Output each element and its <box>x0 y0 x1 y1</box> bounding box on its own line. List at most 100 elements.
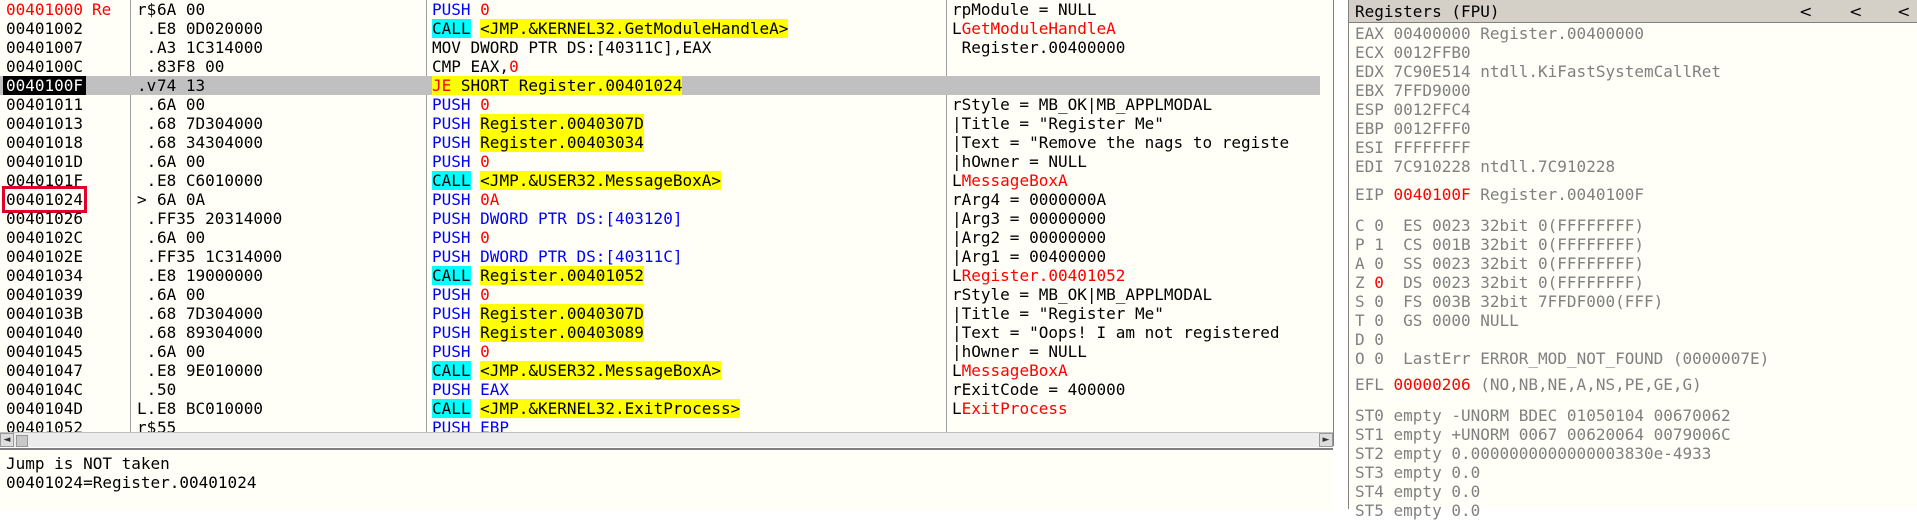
hex-dump-cell[interactable]: 6A 0A <box>157 190 206 209</box>
address-cell[interactable]: 00401026 <box>6 209 84 228</box>
hex-dump-cell[interactable]: FF35 20314000 <box>157 209 283 228</box>
address-cell[interactable]: 0040104D <box>6 399 84 418</box>
flag-line[interactable]: Z 0 DS 0023 32bit 0(FFFFFFFF) <box>1355 273 1644 292</box>
address-cell[interactable]: 00401040 <box>6 323 84 342</box>
register-line[interactable]: EDI 7C910228 ntdll.7C910228 <box>1355 157 1615 176</box>
comment-cell[interactable]: LMessageBoxA <box>952 171 1068 190</box>
comment-cell[interactable]: |Text = "Oops! I am not registered <box>952 323 1280 342</box>
hex-dump-cell[interactable]: 6A 00 <box>157 0 206 19</box>
address-cell[interactable]: 00401018 <box>6 133 84 152</box>
address-cell[interactable]: 00401002 <box>6 19 84 38</box>
hex-dump-cell[interactable]: E8 0D020000 <box>157 19 263 38</box>
disassembly-cell[interactable]: PUSH Register.0040307D <box>432 114 644 133</box>
disassembly-cell[interactable]: PUSH DWORD PTR DS:[40311C] <box>432 247 682 266</box>
disassembly-cell[interactable]: PUSH 0 <box>432 0 490 19</box>
eip-register-line[interactable]: EIP 0040100F Register.0040100F <box>1355 185 1644 204</box>
comment-cell[interactable]: rStyle = MB_OK|MB_APPLMODAL <box>952 95 1212 114</box>
disassembly-cell[interactable]: CALL <JMP.&USER32.MessageBoxA> <box>432 361 721 380</box>
disassembly-cell[interactable]: PUSH Register.00403089 <box>432 323 644 342</box>
disassembly-cell[interactable]: PUSH EAX <box>432 380 509 399</box>
fpu-register-line[interactable]: ST3 empty 0.0 <box>1355 463 1480 482</box>
disassembly-cell[interactable]: CALL <JMP.&USER32.MessageBoxA> <box>432 171 721 190</box>
hex-dump-cell[interactable]: 68 89304000 <box>157 323 263 342</box>
address-cell[interactable]: 00401039 <box>6 285 84 304</box>
comment-cell[interactable]: |hOwner = NULL <box>952 152 1087 171</box>
register-line[interactable]: EAX 00400000 Register.00400000 <box>1355 24 1644 43</box>
registers-title-bar[interactable]: Registers (FPU) < < < <box>1349 0 1917 23</box>
hex-dump-cell[interactable]: E8 BC010000 <box>157 399 263 418</box>
disassembly-cell[interactable]: CALL Register.00401052 <box>432 266 644 285</box>
address-cell[interactable]: 00401034 <box>6 266 84 285</box>
address-cell[interactable]: 00401011 <box>6 95 84 114</box>
address-cell[interactable]: 00401024 <box>1 186 88 213</box>
address-cell[interactable]: 00401013 <box>6 114 84 133</box>
hex-dump-cell[interactable]: 6A 00 <box>157 95 206 114</box>
fpu-register-line[interactable]: ST4 empty 0.0 <box>1355 482 1480 501</box>
register-line[interactable]: ECX 0012FFB0 <box>1355 43 1471 62</box>
disassembly-cell[interactable]: MOV DWORD PTR DS:[40311C],EAX <box>432 38 711 57</box>
comment-cell[interactable]: |Arg1 = 00400000 <box>952 247 1106 266</box>
address-cell[interactable]: 0040101F <box>6 171 84 190</box>
disassembly-cell[interactable]: PUSH 0A <box>432 190 499 209</box>
hex-dump-cell[interactable]: 68 7D304000 <box>157 304 263 323</box>
address-cell[interactable]: 00401007 <box>6 38 84 57</box>
fpu-register-line[interactable]: ST0 empty -UNORM BDEC 01050104 00670062 <box>1355 406 1731 425</box>
scroll-left-icon[interactable]: ◄ <box>0 433 14 447</box>
hex-dump-cell[interactable]: 6A 00 <box>157 342 206 361</box>
comment-cell[interactable]: LExitProcess <box>952 399 1068 418</box>
comment-cell[interactable]: rArg4 = 0000000A <box>952 190 1106 209</box>
fpu-register-line[interactable]: ST1 empty +UNORM 0067 00620064 0079006C <box>1355 425 1731 444</box>
register-line[interactable]: EBX 7FFD9000 <box>1355 81 1471 100</box>
registers-pane[interactable]: Registers (FPU) < < < EAX 00400000 Regis… <box>1348 0 1917 520</box>
comment-cell[interactable]: |Arg2 = 00000000 <box>952 228 1106 247</box>
address-cell[interactable]: 0040104C <box>6 380 84 399</box>
hex-dump-cell[interactable]: E8 19000000 <box>157 266 263 285</box>
address-cell[interactable]: 0040102E <box>6 247 84 266</box>
chevron-left-icon[interactable]: < <box>1897 2 1911 21</box>
address-cell[interactable]: 00401045 <box>6 342 84 361</box>
comment-cell[interactable]: |Arg3 = 00000000 <box>952 209 1106 228</box>
comment-cell[interactable]: |Title = "Register Me" <box>952 304 1164 323</box>
disassembly-cell[interactable]: PUSH 0 <box>432 95 490 114</box>
flag-line[interactable]: D 0 <box>1355 330 1384 349</box>
chevron-left-icon[interactable]: < <box>1799 2 1813 21</box>
comment-cell[interactable]: LRegister.00401052 <box>952 266 1125 285</box>
comment-cell[interactable]: LGetModuleHandleA <box>952 19 1116 38</box>
hex-dump-cell[interactable]: 68 34304000 <box>157 133 263 152</box>
hex-dump-cell[interactable]: E8 9E010000 <box>157 361 263 380</box>
comment-cell[interactable]: |Title = "Register Me" <box>952 114 1164 133</box>
flag-line[interactable]: A 0 SS 0023 32bit 0(FFFFFFFF) <box>1355 254 1644 273</box>
address-cell[interactable]: 00401047 <box>6 361 84 380</box>
hex-dump-cell[interactable]: 6A 00 <box>157 285 206 304</box>
register-line[interactable]: EBP 0012FFF0 <box>1355 119 1471 138</box>
address-cell[interactable]: 00401000 <box>6 0 84 19</box>
flag-line[interactable]: T 0 GS 0000 NULL <box>1355 311 1519 330</box>
flag-line[interactable]: S 0 FS 003B 32bit 7FFDF000(FFF) <box>1355 292 1663 311</box>
register-line[interactable]: EDX 7C90E514 ntdll.KiFastSystemCallRet <box>1355 62 1721 81</box>
disassembly-cell[interactable]: PUSH 0 <box>432 228 490 247</box>
comment-cell[interactable]: LMessageBoxA <box>952 361 1068 380</box>
hex-dump-cell[interactable]: 50 <box>157 380 177 399</box>
efl-register-line[interactable]: EFL 00000206 (NO,NB,NE,A,NS,PE,GE,G) <box>1355 375 1702 394</box>
hex-dump-cell[interactable]: 68 7D304000 <box>157 114 263 133</box>
fpu-register-line[interactable]: ST2 empty 0.0000000000000003830e-4933 <box>1355 444 1711 463</box>
address-cell[interactable]: 0040103B <box>6 304 84 323</box>
chevron-left-icon[interactable]: < <box>1849 2 1863 21</box>
